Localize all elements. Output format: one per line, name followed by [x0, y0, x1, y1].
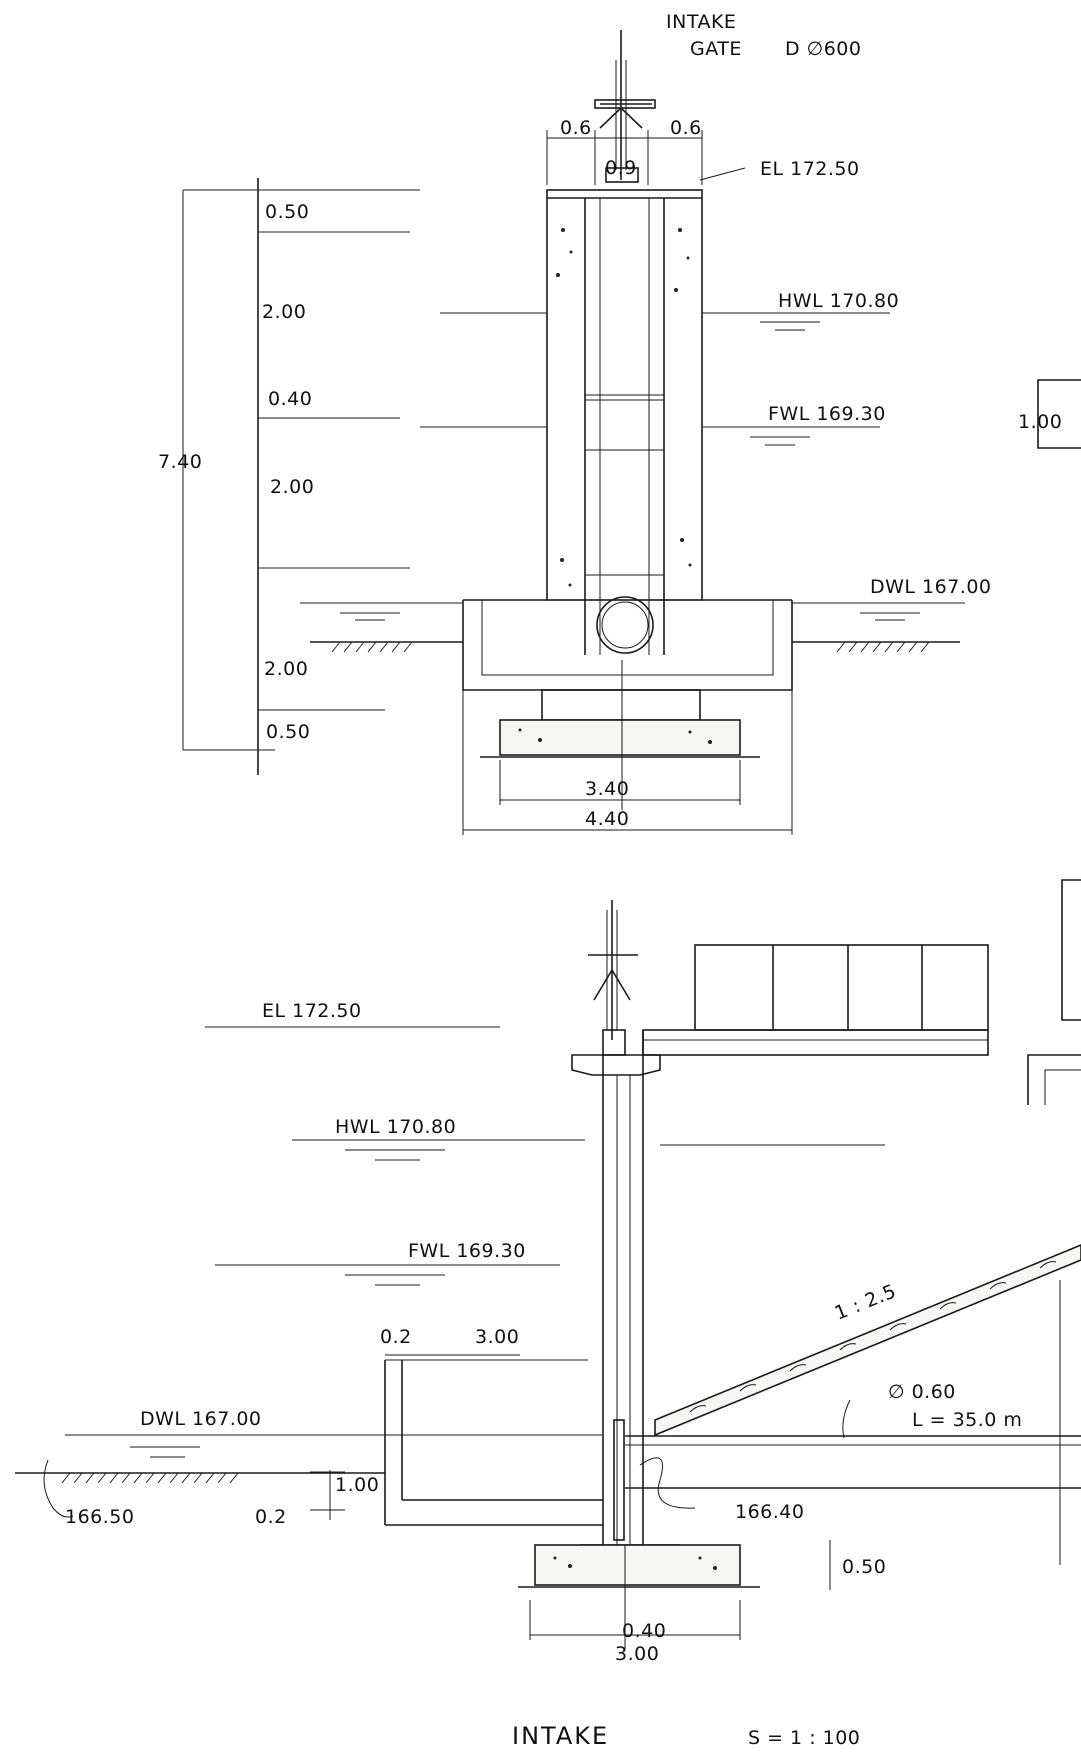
- access-bridge: [642, 944, 989, 1056]
- front-dwl: DWL 167.00: [870, 576, 992, 598]
- dim-stem: 0.40: [622, 1620, 666, 1642]
- dim-total: 7.40: [158, 451, 202, 473]
- ground-level: 166.50: [65, 1506, 134, 1528]
- pipe-diameter: ∅ 0.60: [888, 1381, 956, 1403]
- front-fwl: FWL 169.30: [768, 403, 886, 425]
- section-fwl: FWL 169.30: [408, 1240, 526, 1262]
- dim-channel: 3.00: [475, 1326, 519, 1348]
- section-gate-operator: [588, 900, 638, 1056]
- front-water-levels: EL 172.50 HWL 170.80 FWL 169.30 DWL 167.…: [300, 158, 992, 653]
- section-dwl: DWL 167.00: [140, 1408, 262, 1430]
- tower-structure: [546, 189, 703, 655]
- section-tower: [571, 1030, 661, 1545]
- title-block: INTAKE S = 1 : 100: [512, 1722, 860, 1750]
- dim-v5: 2.00: [264, 658, 308, 680]
- vertical-dimensions: 7.40 0.50 2.00 0.40 2.00 2.00 0.50: [158, 178, 420, 775]
- front-hwl: HWL 170.80: [778, 290, 899, 312]
- dim-base-inner: 3.40: [585, 778, 629, 800]
- dim-v6: 0.50: [266, 721, 310, 743]
- top-dimension: 0.6 0.9 0.6: [546, 117, 703, 185]
- gate-label-intake: INTAKE: [666, 11, 736, 33]
- dim-v4: 2.00: [270, 476, 314, 498]
- gate-label-diameter: D ∅600: [785, 38, 862, 60]
- dim-v3: 0.40: [268, 388, 312, 410]
- section-hwl: HWL 170.80: [335, 1116, 456, 1138]
- dim-top-right: 0.6: [670, 117, 702, 139]
- base-dimensions: 3.40 4.40: [462, 690, 793, 835]
- longitudinal-section: 1 : 2.5 ∅ 0.60 L = 35.0 m: [15, 879, 1081, 1665]
- outlet-pipe: ∅ 0.60 L = 35.0 m: [625, 1381, 1081, 1489]
- embankment-slope: 1 : 2.5: [654, 1244, 1081, 1437]
- dim-v1: 0.50: [265, 201, 309, 223]
- slope-ratio: 1 : 2.5: [832, 1280, 900, 1324]
- pipe-length: L = 35.0 m: [912, 1409, 1022, 1431]
- gate-label-gate: GATE: [690, 38, 742, 60]
- front-el: EL 172.50: [760, 158, 860, 180]
- side-edge-detail: 1.00: [1018, 379, 1081, 449]
- section-dimensions: 0.2 3.00 1.00 0.2 166.40 0.50 0.40 3.00: [255, 1326, 886, 1665]
- tower-base: [462, 599, 793, 810]
- dim-base-outer: 4.40: [585, 808, 629, 830]
- dim-top-center: 0.9: [605, 157, 637, 179]
- gate-operator: [594, 30, 656, 183]
- dim-depth: 1.00: [335, 1474, 379, 1496]
- dim-top-left: 0.6: [560, 117, 592, 139]
- dim-base: 3.00: [615, 1643, 659, 1665]
- dim-footing: 0.50: [842, 1556, 886, 1578]
- section-side-edge: [1027, 879, 1081, 1565]
- section-el: EL 172.50: [262, 1000, 362, 1022]
- section-footing: [518, 1540, 831, 1650]
- dim-slab: 0.2: [255, 1506, 287, 1528]
- drawing-scale: S = 1 : 100: [748, 1727, 860, 1749]
- drawing-title: INTAKE: [512, 1722, 609, 1750]
- side-edge-dim: 1.00: [1018, 411, 1062, 433]
- section-water-levels: EL 172.50 HWL 170.80 FWL 169.30 DWL 167.…: [15, 1000, 885, 1528]
- inlet-channel: [310, 1359, 603, 1526]
- outlet-pipe-icon: [596, 596, 654, 654]
- dim-v2: 2.00: [262, 301, 306, 323]
- front-elevation: INTAKE GATE D ∅600 0.6 0.9 0.6: [158, 11, 1081, 835]
- invert-level: 166.40: [735, 1501, 804, 1523]
- dim-wall: 0.2: [380, 1326, 412, 1348]
